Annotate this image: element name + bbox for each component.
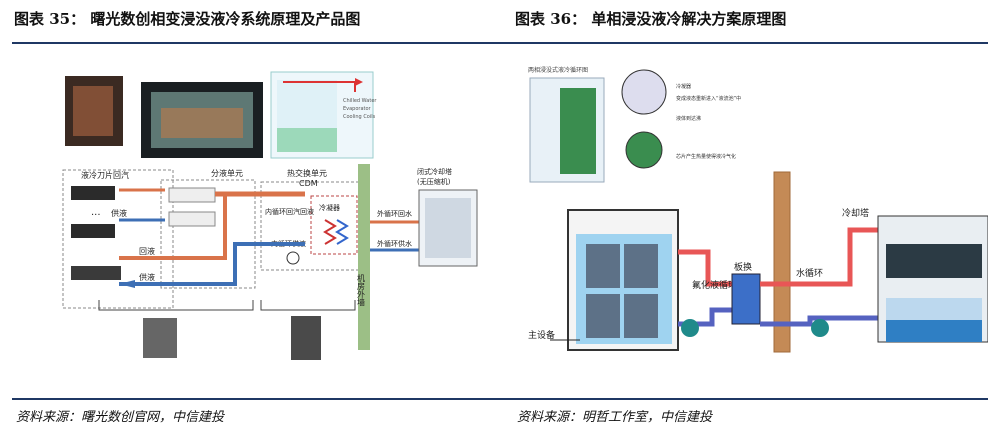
label-blade: 液冷刀片 xyxy=(81,170,113,180)
label-main-equipment: 主设备 xyxy=(528,329,555,341)
svg-text:Chilled Water: Chilled Water xyxy=(343,98,377,104)
cdm-photo xyxy=(291,316,321,360)
inset-label-2: 变成液态重新进入“液流池”中 xyxy=(676,95,741,102)
right-source-note: 资料来源：明哲工作室，中信建投 xyxy=(517,410,713,425)
label-cdm: CDM xyxy=(299,179,318,188)
label-tower: 闭式冷却塔 xyxy=(417,167,452,176)
label-return-liquid: 回液 xyxy=(139,246,155,256)
plate-heat-exchanger xyxy=(731,273,761,325)
inset-board xyxy=(560,88,596,174)
label-outer-return: 外循环回水 xyxy=(377,209,412,218)
dist-unit-2 xyxy=(168,211,216,227)
dist-unit-1 xyxy=(168,187,216,203)
inset-zoom-1 xyxy=(621,69,667,115)
right-figure: 两相浸没式液冷循环图 冷凝器 变成液态重新进入“液流池”中 液体到达沸 芯片产生… xyxy=(520,48,988,398)
svg-text:Evaporator: Evaporator xyxy=(343,106,372,112)
label-supply-liquid: 供液 xyxy=(111,208,127,218)
label-plate-hex: 板换 xyxy=(734,261,752,273)
inset-zoom-2 xyxy=(625,131,663,169)
inset-label-1: 冷凝器 xyxy=(676,83,691,90)
label-hex-unit: 热交换单元 xyxy=(287,168,327,178)
label-wall: 机房外墙 xyxy=(357,273,366,307)
label-return-vapor: 回汽 xyxy=(113,170,129,180)
inset-label-3: 液体到达沸 xyxy=(676,115,701,122)
blade-server-1 xyxy=(71,186,115,200)
inset-label-4: 芯片产生热量使得液冷气化 xyxy=(676,153,736,160)
bottom-divider xyxy=(12,398,988,400)
inset-title: 两相浸没式液冷循环图 xyxy=(528,66,588,74)
label-cooling-tower: 冷却塔 xyxy=(842,207,869,219)
left-figure: Chilled Water Evaporator Cooling Coils 液… xyxy=(15,48,495,398)
label-tower-sub: (无压缩机) xyxy=(417,177,451,186)
machine-room-wall xyxy=(358,164,370,350)
top-divider xyxy=(12,42,988,44)
chimney xyxy=(773,171,791,353)
label-water-loop: 水循环 xyxy=(796,267,823,279)
pump-2 xyxy=(811,319,829,337)
svg-text:Cooling Coils: Cooling Coils xyxy=(343,114,376,120)
pump-1 xyxy=(681,319,699,337)
label-dots: ··· xyxy=(91,210,101,221)
left-figure-caption: 图表 35： 曙光数创相变浸没液冷系统原理及产品图 xyxy=(14,10,361,28)
blade-server-2 xyxy=(71,224,115,238)
label-inner-return: 内循环回汽回液 xyxy=(265,207,314,216)
blade-server-3 xyxy=(71,266,121,280)
left-source-note: 资料来源：曙光数创官网，中信建投 xyxy=(16,410,225,425)
right-figure-caption: 图表 36： 单相浸没液冷解决方案原理图 xyxy=(515,10,787,28)
pump-icon xyxy=(286,251,300,265)
label-distribution: 分液单元 xyxy=(211,168,243,178)
label-outer-supply: 外循环供水 xyxy=(377,239,412,248)
label-condenser: 冷凝器 xyxy=(319,203,340,212)
label-coolant-loop: 氟化液循环 xyxy=(692,279,737,291)
label-supply-liquid-2: 供液 xyxy=(139,272,155,282)
rack-photo-1 xyxy=(143,318,177,358)
